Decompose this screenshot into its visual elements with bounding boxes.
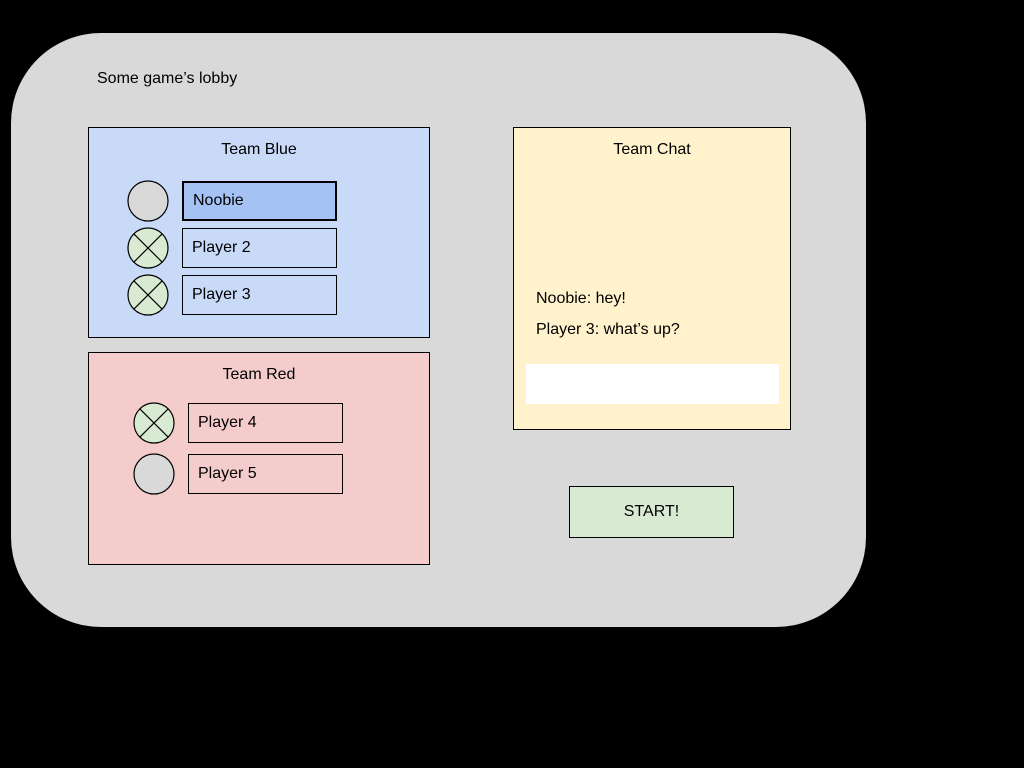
ready-status-icon[interactable] [133, 402, 175, 444]
player-row: Player 2 [127, 227, 337, 269]
chat-message: Noobie: hey! [536, 290, 626, 307]
ready-status-icon[interactable] [127, 274, 169, 316]
player-name-box[interactable]: Player 5 [188, 454, 343, 494]
team-chat-panel: Team Chat Noobie: hey! Player 3: what’s … [513, 127, 791, 430]
player-row: Player 3 [127, 274, 337, 316]
ready-status-icon[interactable] [127, 227, 169, 269]
chat-message-list: Noobie: hey! Player 3: what’s up? [536, 283, 680, 345]
team-red-panel: Team Red Player 4 Player [88, 352, 430, 565]
player-name-box[interactable]: Player 3 [182, 275, 337, 315]
team-chat-title: Team Chat [613, 141, 691, 158]
lobby-window: Some game’s lobby Team Blue Noobie [11, 33, 866, 627]
team-blue-panel: Team Blue Noobie Player [88, 127, 430, 338]
team-blue-player-list: Noobie Player 2 Player [127, 180, 337, 316]
team-red-title: Team Red [222, 366, 296, 383]
team-red-player-list: Player 4 Player 5 [133, 402, 343, 495]
page-title: Some game’s lobby [97, 70, 238, 87]
player-name-box[interactable]: Noobie [182, 181, 337, 221]
player-name-box[interactable]: Player 4 [188, 403, 343, 443]
team-blue-title: Team Blue [221, 141, 297, 158]
chat-input[interactable] [526, 364, 779, 404]
ready-status-icon[interactable] [127, 180, 169, 222]
start-button[interactable]: START! [569, 486, 734, 538]
chat-message: Player 3: what’s up? [536, 321, 680, 338]
player-name-box[interactable]: Player 2 [182, 228, 337, 268]
player-row: Noobie [127, 180, 337, 222]
player-row: Player 5 [133, 453, 343, 495]
ready-status-icon[interactable] [133, 453, 175, 495]
player-row: Player 4 [133, 402, 343, 444]
